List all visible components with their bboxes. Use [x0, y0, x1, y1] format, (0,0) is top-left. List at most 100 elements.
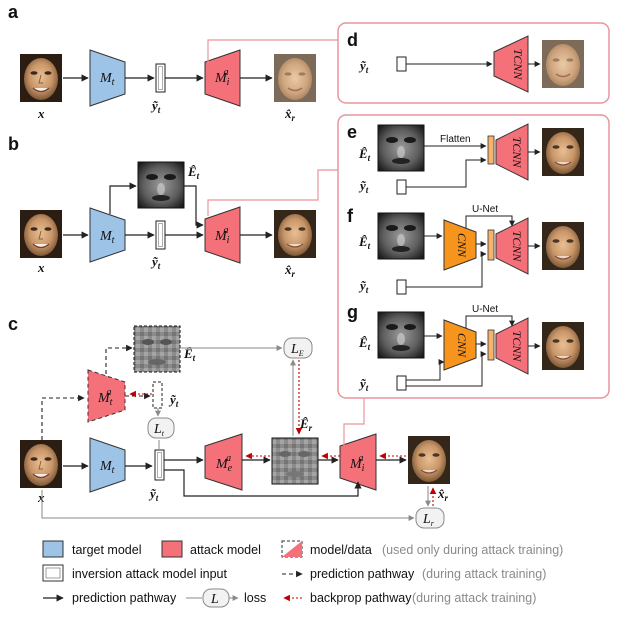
output-face-d: [541, 39, 585, 89]
flatten-label: Flatten: [440, 134, 471, 145]
symbol-Er-c: Êr: [299, 416, 313, 433]
symbol-E-c: Êt: [183, 346, 196, 363]
concat-g: [487, 329, 495, 361]
explanation-map-b: [137, 161, 185, 209]
symbol-y-d: ỹt: [358, 58, 369, 75]
symbol-E-b: Êt: [187, 164, 200, 181]
surrogate-model-c-label: Mta: [97, 387, 113, 408]
symbol-xr-a: x̂r: [284, 106, 296, 123]
attack-model-a: [204, 49, 241, 107]
cnn-g-label: CNN: [455, 333, 469, 358]
panel-label-d: d: [347, 30, 358, 50]
arrow-g-y-cnn: [406, 359, 445, 381]
concat-f: [487, 229, 495, 261]
panel-label-a: a: [8, 2, 19, 22]
attack-model-b: [204, 206, 241, 264]
loss-LE: [283, 337, 313, 359]
legend-model-data-note: (used only during attack training): [382, 543, 563, 557]
symbol-xr-c: x̂r: [437, 486, 449, 503]
target-model-b-label: Mt: [99, 229, 115, 246]
panel-efg-frame: [337, 114, 610, 399]
panel-label-e: e: [347, 122, 357, 142]
connector-a-d: [207, 39, 338, 62]
tcnn-g: [495, 317, 529, 375]
panel-d-frame: [337, 22, 610, 104]
output-face-e: [541, 127, 585, 177]
surrogate-model-c: [87, 369, 126, 423]
tcnn-f: [495, 217, 529, 275]
symbol-y-f: ỹt: [358, 278, 369, 295]
legend-attack-label: attack model: [190, 543, 261, 557]
symbol-x-b: x: [37, 260, 45, 275]
cnn-f: [443, 219, 477, 271]
arrow-b-map: [109, 182, 137, 214]
arrow-g-y-tcnn: [406, 351, 487, 387]
symbol-xr-b: x̂r: [284, 262, 296, 279]
legend-dashed-note: (during attack training): [422, 567, 546, 581]
symbol-y-a: ỹt: [150, 98, 161, 115]
target-model-c-label: Mt: [99, 459, 115, 476]
unet-skip-f: [465, 215, 515, 228]
surrogate-explanation-map-c: [133, 325, 181, 373]
symbol-y-c-surrogate: ỹt: [168, 392, 179, 409]
legend-model-data-label: model/data: [310, 543, 372, 557]
arrow-e-y: [406, 157, 487, 188]
concat-e: [487, 135, 495, 165]
legend-target-swatch: [42, 540, 64, 558]
connector-c-efg: [343, 398, 365, 446]
legend-solid-label: prediction pathway: [72, 591, 177, 605]
connector-b-efg: [207, 169, 338, 216]
input-face-c: [19, 439, 63, 489]
cnn-f-label: CNN: [455, 233, 469, 258]
explanation-attack-model-c: [204, 433, 243, 491]
loss-Lt: [147, 417, 175, 439]
loss-Lt-label: Lt: [153, 422, 165, 438]
arrow-c-x-surrogate: [41, 394, 85, 440]
arrow-c-surrogate-map: [105, 344, 133, 374]
inversion-attack-model-c-label: Mia: [349, 453, 365, 474]
explanation-map-f: [377, 212, 425, 260]
explanation-map-e: [377, 124, 425, 172]
input-face-b: [19, 209, 63, 259]
output-face-g: [541, 321, 585, 371]
legend-loss-label: loss: [244, 591, 266, 605]
symbol-E-g: Êt: [358, 335, 371, 352]
symbol-x-c: x: [37, 490, 45, 505]
inversion-attack-model-c: [339, 433, 377, 491]
target-model-a: [89, 49, 126, 107]
tcnn-e: [495, 123, 529, 181]
target-model-c: [89, 437, 126, 493]
surrogate-prediction-c: [152, 381, 163, 409]
attack-model-b-label: Mia: [214, 225, 230, 246]
legend-dashed-label: prediction pathway: [310, 567, 415, 581]
tcnn-d-label: TCNN: [511, 49, 525, 81]
tcnn-d: [493, 35, 529, 93]
loss-Lr-label: Lr: [422, 512, 435, 528]
tcnn-g-label: TCNN: [510, 331, 524, 363]
loss-Lr: [415, 507, 445, 529]
tcnn-f-label: TCNN: [510, 231, 524, 263]
legend-target-label: target model: [72, 543, 141, 557]
arrow-c-x-Lr: [41, 490, 415, 521]
legend-loss-symbol: L: [210, 592, 219, 607]
symbol-E-f: Êt: [358, 234, 371, 251]
panel-label-b: b: [8, 134, 19, 154]
target-model-a-label: Mt: [99, 71, 115, 88]
reconstructed-face-b: [273, 209, 317, 259]
arrow-f-y: [406, 251, 487, 288]
legend: target model attack model model/data (us…: [42, 540, 563, 608]
symbol-y-b: ỹt: [150, 254, 161, 271]
explanation-attack-model-c-label: Mea: [215, 453, 233, 474]
tcnn-e-label: TCNN: [510, 137, 524, 169]
cnn-g: [443, 319, 477, 371]
symbol-y-c: ỹt: [148, 486, 159, 503]
panel-label-c: c: [8, 314, 18, 334]
legend-attack-swatch: [161, 540, 183, 558]
arrow-b-map-to-attack: [184, 185, 204, 229]
reconstructed-face-c: [407, 435, 451, 485]
symbol-x-a: x: [37, 106, 45, 121]
input-vector-f: [396, 279, 407, 295]
symbol-y-e: ỹt: [358, 178, 369, 195]
reconstructed-face-a: [273, 53, 317, 103]
